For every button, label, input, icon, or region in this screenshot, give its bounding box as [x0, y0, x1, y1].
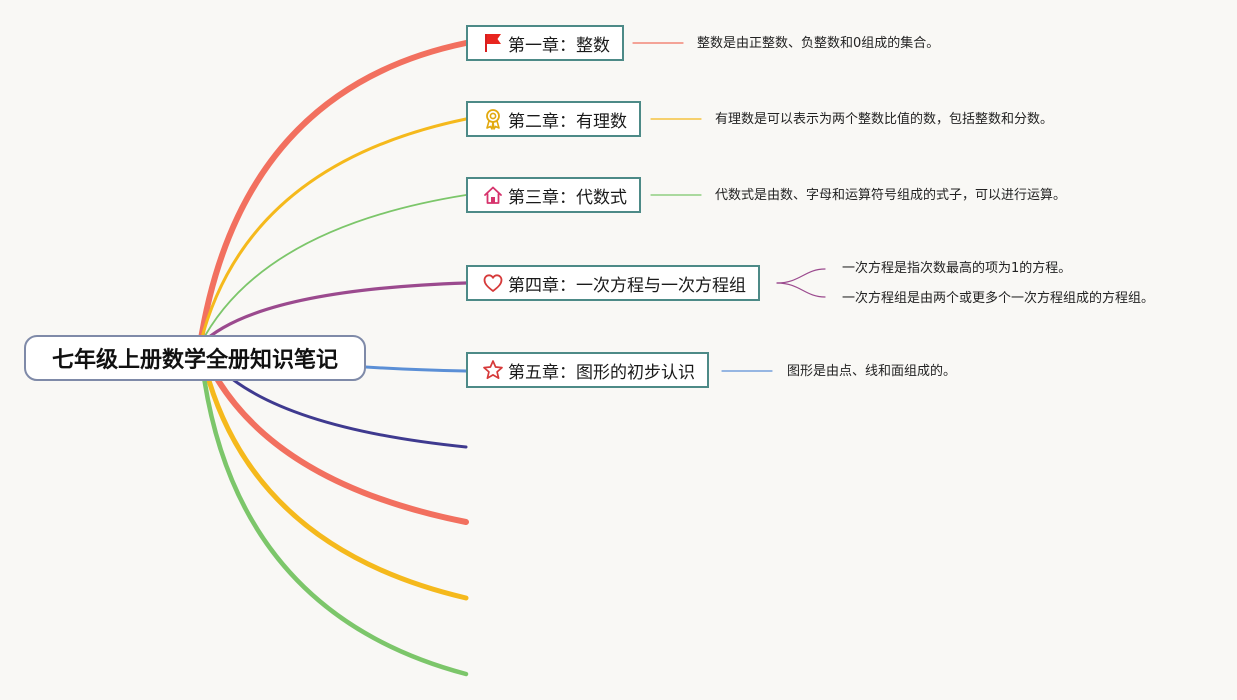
empty-branch-3	[197, 342, 469, 601]
chapter-1-note[interactable]: 整数是由正整数、负整数和0组成的集合。	[697, 36, 940, 51]
root-topic-label: 七年级上册数学全册知识笔记	[51, 348, 338, 373]
award-ribbon-icon	[486, 109, 500, 130]
empty-branch-4	[197, 342, 469, 677]
chapter-4-label: 第四章：一次方程与一次方程组	[508, 275, 746, 296]
branch-chapter-2	[198, 117, 468, 347]
chapter-2-label: 第二章：有理数	[508, 111, 627, 132]
star-icon	[483, 360, 503, 380]
note-link-4	[776, 268, 826, 284]
heart-icon	[483, 274, 503, 292]
chapter-5-note[interactable]: 图形是由点、线和面组成的。	[787, 364, 957, 379]
note-link-5	[776, 282, 826, 298]
house-icon	[484, 186, 502, 204]
chapter-2-note[interactable]: 有理数是可以表示为两个整数比值的数，包括整数和分数。	[715, 112, 1054, 127]
branch-chapter-4	[198, 281, 468, 347]
chapter-3-topic[interactable]: 第三章：代数式	[466, 177, 641, 213]
chapter-1-topic[interactable]: 第一章：整数	[466, 25, 624, 61]
root-topic[interactable]: 七年级上册数学全册知识笔记	[24, 335, 366, 381]
branch-chapter-1	[197, 40, 469, 348]
chapter-3-label: 第三章：代数式	[508, 187, 627, 208]
chapter-4-note-2[interactable]: 一次方程组是由两个或更多个一次方程组成的方程组。	[842, 291, 1155, 306]
chapter-1-label: 第一章：整数	[508, 35, 610, 56]
chapter-4-topic[interactable]: 第四章：一次方程与一次方程组	[466, 265, 760, 301]
chapter-5-topic[interactable]: 第五章：图形的初步认识	[466, 352, 709, 388]
flag-icon	[485, 34, 501, 52]
chapter-5-label: 第五章：图形的初步认识	[508, 362, 695, 383]
chapter-3-note[interactable]: 代数式是由数、字母和运算符号组成的式子，可以进行运算。	[715, 188, 1067, 203]
branch-chapter-3	[199, 194, 467, 346]
chapter-2-topic[interactable]: 第二章：有理数	[466, 101, 641, 137]
chapter-4-note-1[interactable]: 一次方程是指次数最高的项为1的方程。	[842, 261, 1072, 276]
